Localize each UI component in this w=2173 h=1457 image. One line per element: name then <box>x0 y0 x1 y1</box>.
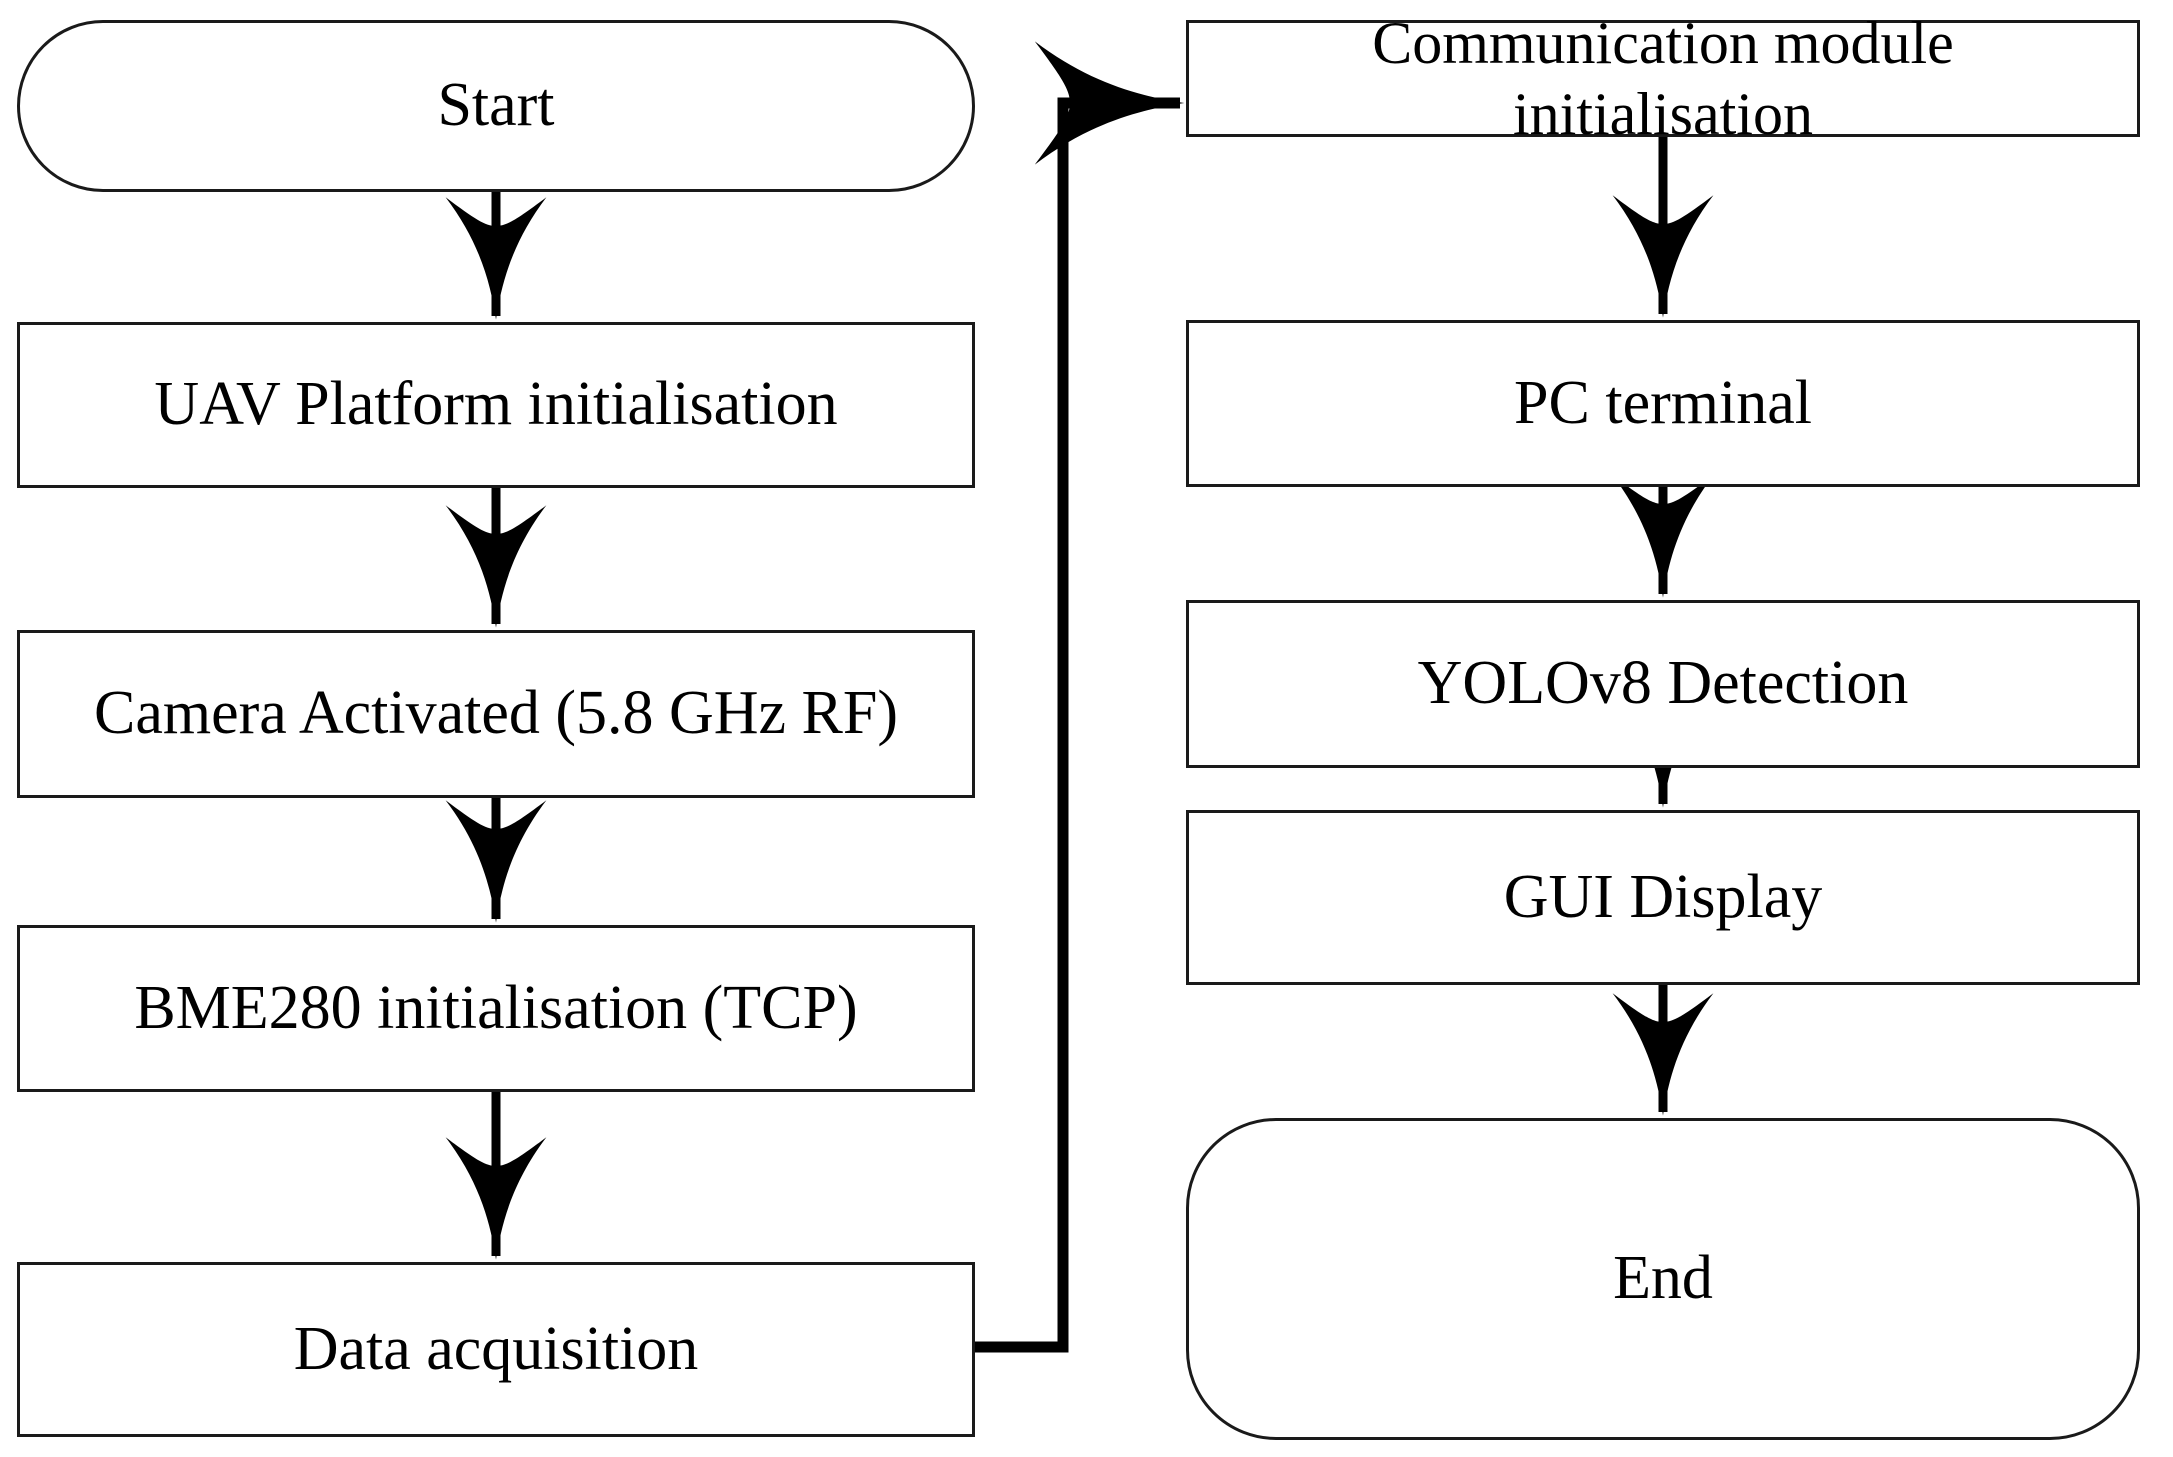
node-gui-display[interactable]: GUI Display <box>1186 810 2140 985</box>
node-gui-display-label: GUI Display <box>1503 862 1823 931</box>
node-camera-activated[interactable]: Camera Activated (5.8 GHz RF) <box>17 630 975 798</box>
node-pc-terminal[interactable]: PC terminal <box>1186 320 2140 487</box>
node-pc-terminal-label: PC terminal <box>1514 368 1812 437</box>
node-bme280-initialisation-label: BME280 initialisation (TCP) <box>134 973 858 1042</box>
node-data-acquisition[interactable]: Data acquisition <box>17 1262 975 1437</box>
node-data-acquisition-label: Data acquisition <box>293 1314 699 1383</box>
node-yolov8-detection-label: YOLOv8 Detection <box>1417 649 1909 718</box>
connector-data-acq-to-comm-init <box>975 41 1185 1353</box>
node-end[interactable]: End <box>1186 1118 2140 1440</box>
node-communication-module-initialisation-label: Communication module initialisation <box>1372 9 1954 147</box>
node-start[interactable]: Start <box>17 20 975 192</box>
node-uav-platform-initialisation[interactable]: UAV Platform initialisation <box>17 322 975 488</box>
node-communication-module-initialisation[interactable]: Communication module initialisation <box>1186 10 2140 147</box>
node-end-label: End <box>1613 1244 1713 1313</box>
node-uav-platform-initialisation-label: UAV Platform initialisation <box>154 370 838 439</box>
node-bme280-initialisation[interactable]: BME280 initialisation (TCP) <box>17 925 975 1092</box>
node-start-label: Start <box>437 71 555 140</box>
node-yolov8-detection[interactable]: YOLOv8 Detection <box>1186 600 2140 768</box>
node-camera-activated-label: Camera Activated (5.8 GHz RF) <box>93 679 899 748</box>
